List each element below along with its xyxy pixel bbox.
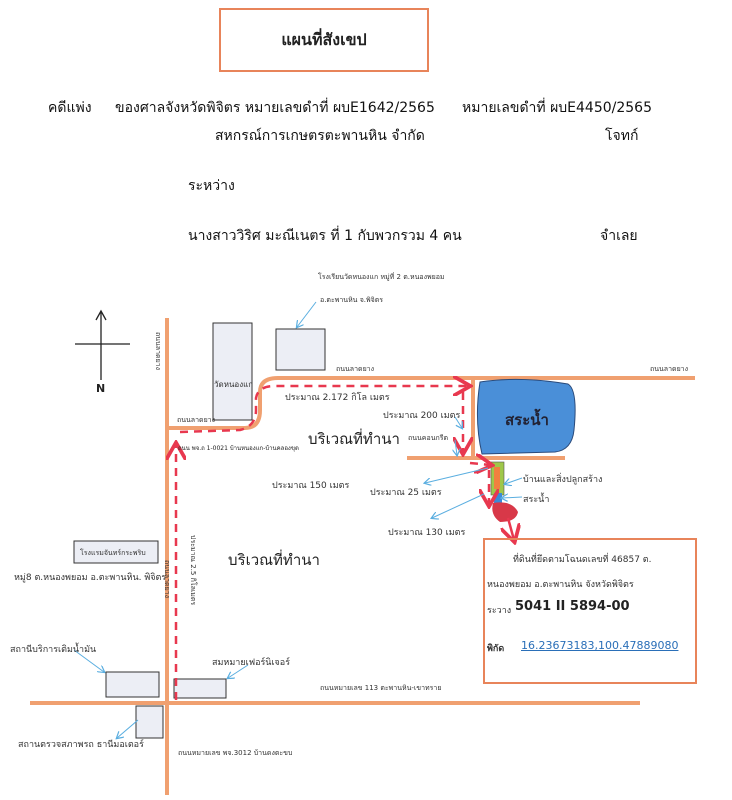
north-label: N xyxy=(96,382,106,395)
court-black-no: ของศาลจังหวัดพิจิตร หมายเลขดำที่ ผบE1642… xyxy=(115,100,435,116)
buildings xyxy=(73,322,326,739)
pond-shape xyxy=(476,378,576,455)
land-info-box: ที่ดินที่ยึดตามโฉนดเลขที่ 46857 ต. หนองพ… xyxy=(483,538,697,684)
info-line-1: ที่ดินที่ยึดตามโฉนดเลขที่ 46857 ต. xyxy=(513,555,652,565)
paddy-label-1: บริเวณที่ทำนา xyxy=(308,430,400,448)
pond-label: สระน้ำ xyxy=(505,411,549,429)
house-label: บ้านและสิ่งปลูกสร้าง xyxy=(523,475,603,485)
furniture-label: สมหมายเฟอร์นิเจอร์ xyxy=(212,658,291,668)
between-label: ระหว่าง xyxy=(188,178,235,194)
inspection-label: สถานตรวจสภาพรถ ธานีมอเตอร์ xyxy=(18,740,144,750)
page-title: แผนที่สังเขป xyxy=(281,29,367,49)
road-113-label: ถนนหมายเลข 113 ตะพานหิน-เขาทราย xyxy=(320,684,442,692)
road-pj-label: ถนน พจ.ถ 1-0021 บ้านหนองแก-บ้านคลองขุด xyxy=(178,445,299,452)
land-plot xyxy=(490,461,518,522)
defendant: นางสาววิริศ มะณีเนตร ที่ 1 กับพวกรวม 4 ค… xyxy=(188,228,462,244)
distance-2172: ประมาณ 2.172 กิโล เมตร xyxy=(285,393,390,403)
hotel-label: โรงแรมจันทร์กระพริบ xyxy=(80,549,146,557)
road-label-left: ถนนลาดยาง xyxy=(177,416,216,424)
paddy-label-2: บริเวณที่ทำนา xyxy=(228,551,320,569)
distance-150: ประมาณ 150 เมตร xyxy=(272,481,350,491)
compass xyxy=(75,309,130,380)
small-pond-label: สระน้ำ xyxy=(523,495,550,505)
coord-label: พิกัด xyxy=(487,644,505,654)
distance-2-5km: ประมาณ 2.5 กิโลเมตร xyxy=(189,535,197,606)
gas-station-label: สถานีบริการเติมน้ำมัน xyxy=(10,645,97,655)
case-type: คดีแพ่ง xyxy=(48,100,92,116)
distance-200: ประมาณ 200 เมตร xyxy=(383,411,461,421)
coordinates-link[interactable]: 16.23673183,100.47889080 xyxy=(521,639,679,652)
distance-25: ประมาณ 25 เมตร xyxy=(370,488,442,498)
defendant-role: จำเลย xyxy=(600,228,638,244)
school-label: โรงเรียนวัดหนองแก หมู่ที่ 2 ต.หนองพยอม xyxy=(318,273,445,281)
temple-label: วัดหนองแก xyxy=(214,380,254,389)
info-line-2: หนองพยอม อ.ตะพานหิน จังหวัดพิจิตร xyxy=(487,580,634,590)
road-3012-label: ถนนหมายเลข พจ.3012 บ้านดงตะขบ xyxy=(178,749,293,757)
hotel-address: หมู่8 ต.หนองพยอม อ.ตะพานหิน. พิจิตร xyxy=(14,573,167,583)
plaintiff-role: โจทก์ xyxy=(605,128,639,144)
road-label-vertical: ถนนลาดยาง xyxy=(154,332,162,371)
distance-130: ประมาณ 130 เมตร xyxy=(388,528,466,538)
pointer-arrows xyxy=(73,301,523,738)
concrete-road-label: ถนนคอนกรีต xyxy=(408,434,449,442)
school-district: อ.ตะพานหิน จ.พิจิตร xyxy=(320,296,384,304)
title-box: แผนที่สังเขป xyxy=(219,8,429,72)
sheet-label: ระวาง xyxy=(487,606,512,616)
plaintiff: สหกรณ์การเกษตรตะพานหิน จำกัด xyxy=(215,128,425,144)
road-label-right: ถนนลาดยาง xyxy=(650,365,689,373)
road-label-top: ถนนลาดยาง xyxy=(336,365,375,373)
sheet-number: 5041 II 5894-00 xyxy=(515,599,630,614)
black-no-2: หมายเลขดำที่ ผบE4450/2565 xyxy=(462,100,652,116)
